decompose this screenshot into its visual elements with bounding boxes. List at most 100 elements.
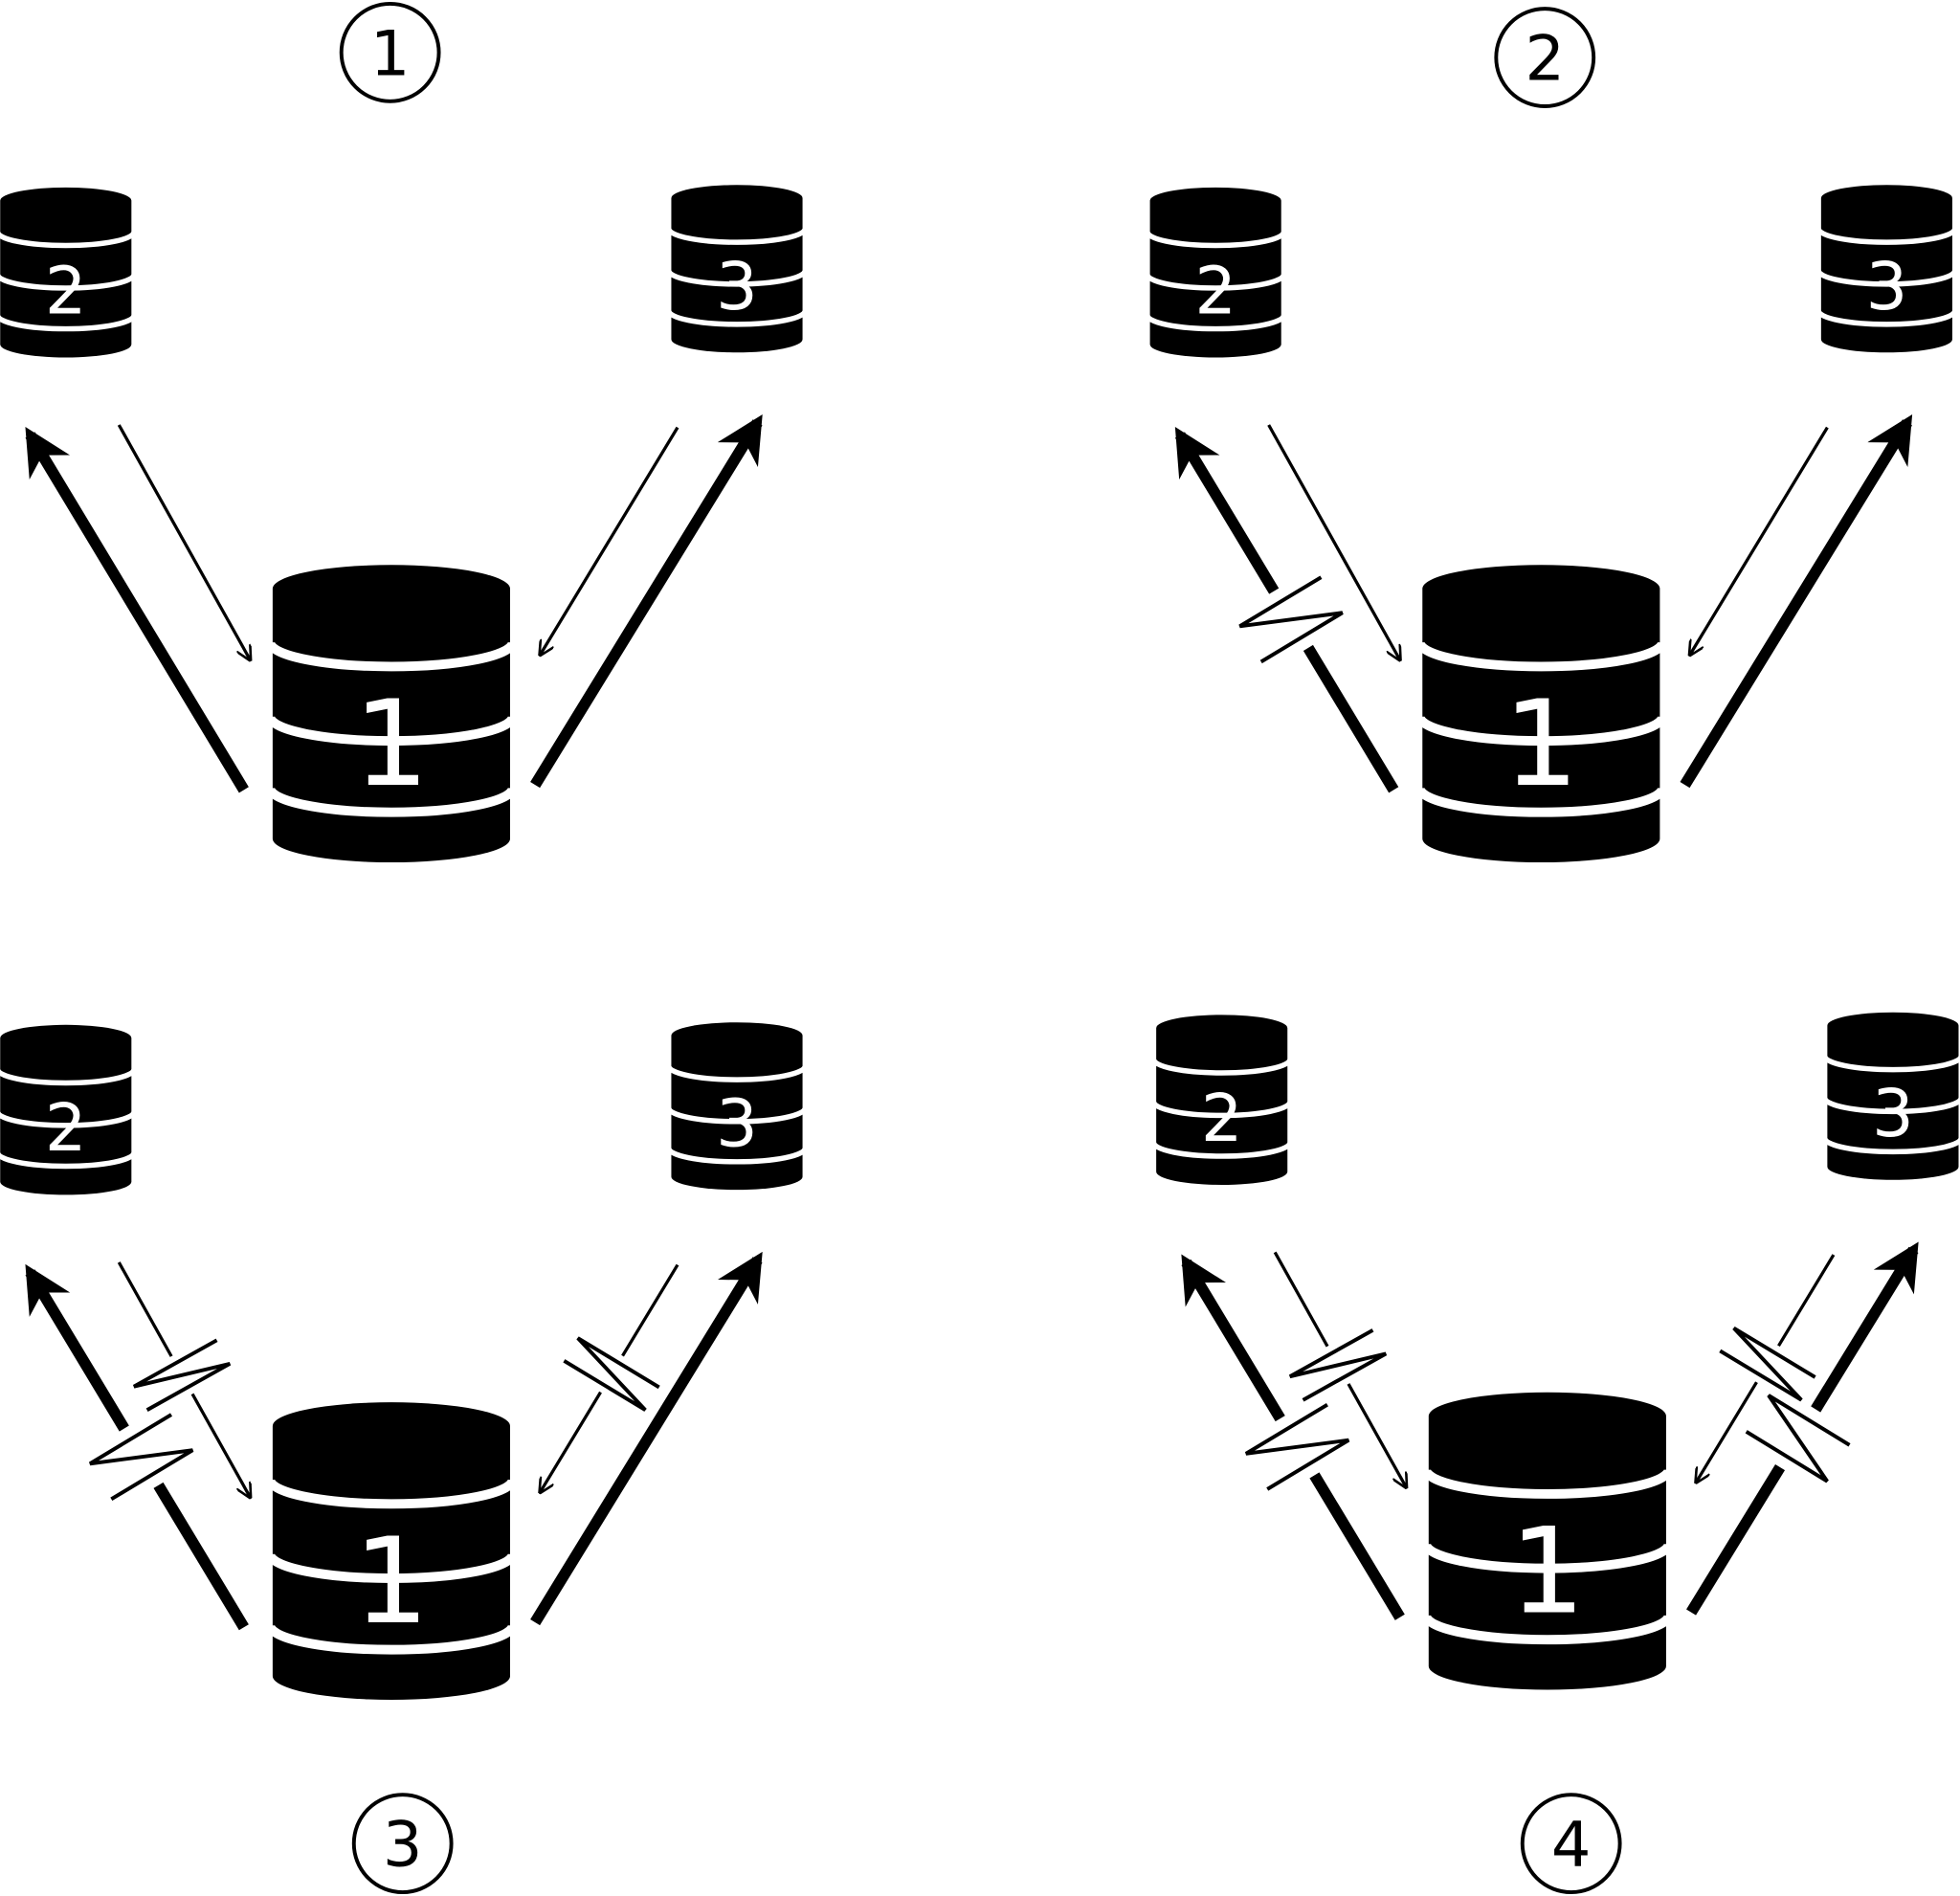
arrow-line-segment bbox=[540, 1391, 602, 1493]
database-body bbox=[272, 565, 510, 863]
link-break-icon bbox=[563, 1336, 660, 1412]
arrow-line-segment bbox=[1309, 1472, 1405, 1620]
database-body bbox=[1156, 1015, 1288, 1185]
arrow-1-to-2 bbox=[25, 1263, 249, 1631]
database-band bbox=[666, 228, 808, 245]
database-band bbox=[1815, 270, 1958, 287]
database-band bbox=[0, 1111, 137, 1128]
arrow-1-to-3 bbox=[530, 1251, 763, 1626]
database-label: 3 bbox=[716, 1086, 758, 1163]
database-label: 2 bbox=[1194, 253, 1236, 329]
database-band bbox=[1414, 787, 1667, 817]
database-band bbox=[0, 274, 137, 291]
database-body bbox=[671, 1022, 803, 1191]
panel-number: 2 bbox=[1525, 23, 1565, 96]
database-band bbox=[265, 1479, 518, 1509]
database-band bbox=[265, 715, 518, 747]
database-3: 3 bbox=[1822, 1012, 1960, 1180]
arrow-line bbox=[540, 426, 679, 656]
database-band bbox=[1421, 1468, 1674, 1499]
database-body bbox=[0, 187, 132, 358]
database-band bbox=[666, 1106, 808, 1125]
database-label: 2 bbox=[1201, 1081, 1243, 1157]
database-band bbox=[1150, 1142, 1293, 1159]
database-3: 3 bbox=[666, 1022, 808, 1191]
database-band bbox=[265, 787, 518, 817]
panel-number: 3 bbox=[383, 1809, 423, 1882]
database-2: 2 bbox=[0, 1024, 137, 1195]
arrow-line-segment bbox=[1347, 1383, 1406, 1487]
database-band bbox=[666, 310, 808, 327]
arrow-2-to-1 bbox=[117, 424, 250, 660]
panel-number-badge: 3 bbox=[351, 1793, 454, 1895]
circle-icon bbox=[1494, 7, 1596, 108]
arrow-line-segment bbox=[1174, 426, 1280, 594]
database-band bbox=[1421, 1615, 1674, 1645]
database-3: 3 bbox=[666, 185, 808, 353]
arrow-line-segment bbox=[1181, 1254, 1285, 1422]
circle-icon bbox=[339, 1, 441, 103]
database-body bbox=[671, 185, 803, 353]
database-body bbox=[272, 1402, 510, 1700]
arrow-line-segment bbox=[1696, 1381, 1758, 1483]
database-band bbox=[265, 641, 518, 672]
database-label: 1 bbox=[353, 1513, 429, 1651]
arrow-line-segment bbox=[1273, 1251, 1329, 1348]
database-band bbox=[1145, 274, 1287, 291]
database-band bbox=[666, 1065, 808, 1082]
arrow-1-to-3 bbox=[1686, 1241, 1919, 1616]
database-body bbox=[1827, 1012, 1959, 1180]
arrow-2-to-1 bbox=[117, 1261, 250, 1498]
database-1: 1 bbox=[265, 565, 518, 863]
database-label: 2 bbox=[45, 1090, 87, 1167]
database-band bbox=[0, 231, 137, 249]
link-break-icon bbox=[1719, 1326, 1816, 1402]
arrow-1-to-2 bbox=[25, 426, 249, 793]
arrow-2-to-1 bbox=[1267, 424, 1400, 660]
arrow-line bbox=[1267, 424, 1400, 660]
database-band bbox=[0, 314, 137, 332]
arrow-1-to-3 bbox=[530, 413, 763, 789]
database-label: 1 bbox=[1509, 1504, 1585, 1641]
database-band bbox=[1150, 1101, 1293, 1119]
database-body bbox=[1820, 185, 1952, 353]
arrow-line-segment bbox=[1777, 1254, 1836, 1348]
database-band bbox=[1414, 715, 1667, 747]
arrow-line-segment bbox=[1811, 1241, 1919, 1413]
database-body bbox=[1149, 187, 1281, 358]
database-label: 1 bbox=[353, 676, 429, 814]
arrow-3-to-1 bbox=[540, 426, 679, 656]
link-break-icon bbox=[1244, 1402, 1350, 1491]
arrow-1-to-2 bbox=[1174, 426, 1399, 793]
arrow-line-segment bbox=[190, 1393, 250, 1497]
arrow-line bbox=[1690, 426, 1829, 656]
database-band bbox=[0, 1151, 137, 1170]
database-1: 1 bbox=[1421, 1392, 1674, 1690]
database-label: 3 bbox=[1866, 249, 1908, 325]
panel-number: 4 bbox=[1551, 1809, 1592, 1882]
arrow-1-to-2 bbox=[1181, 1254, 1405, 1620]
arrow-line-segment bbox=[117, 1261, 173, 1357]
arrow-line-segment bbox=[1303, 644, 1399, 793]
arrow-line bbox=[530, 413, 763, 789]
link-break-icon bbox=[1745, 1394, 1851, 1483]
panel-number: 1 bbox=[370, 17, 411, 90]
database-band bbox=[1145, 231, 1287, 249]
database-body bbox=[1428, 1392, 1666, 1690]
database-1: 1 bbox=[265, 1402, 518, 1700]
database-band bbox=[1822, 1137, 1960, 1155]
panel-number-badge: 2 bbox=[1494, 7, 1596, 108]
link-break-icon bbox=[1288, 1328, 1388, 1402]
arrow-line-segment bbox=[621, 1263, 679, 1357]
database-2: 2 bbox=[1145, 187, 1287, 358]
database-band bbox=[1145, 314, 1287, 332]
database-band bbox=[265, 1624, 518, 1655]
database-2: 2 bbox=[1150, 1015, 1293, 1185]
database-label: 3 bbox=[1872, 1076, 1914, 1152]
panel-number-badge: 1 bbox=[339, 1, 441, 103]
circle-icon bbox=[351, 1793, 454, 1895]
database-band bbox=[1815, 310, 1958, 327]
arrow-3-to-1 bbox=[1690, 426, 1829, 656]
